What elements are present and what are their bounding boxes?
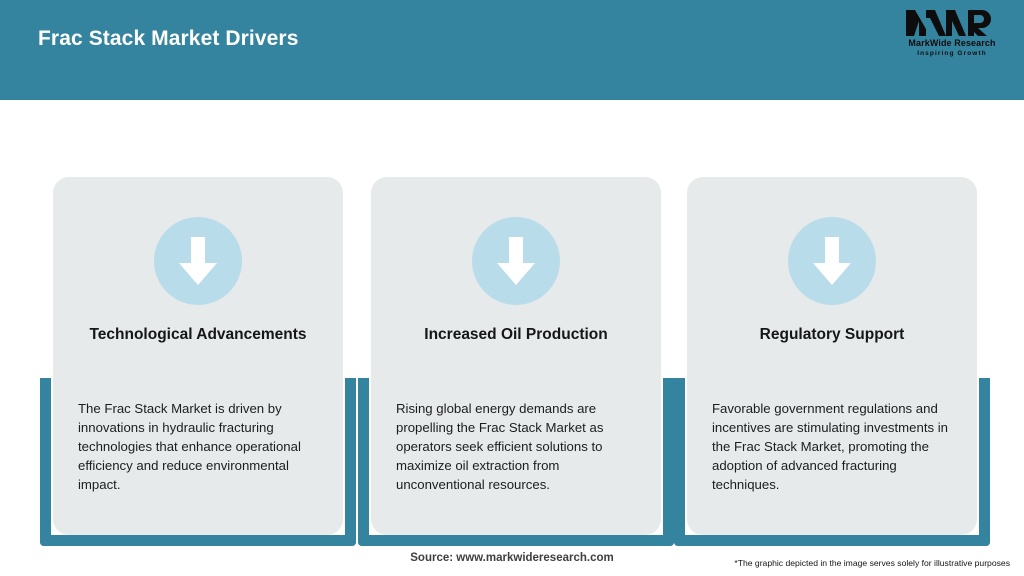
drivers-card-list: Technological Advancements The Frac Stac… [0,100,1024,546]
page-title: Frac Stack Market Drivers [38,27,299,50]
disclaimer-label: *The graphic depicted in the image serve… [734,558,1010,568]
card-body-text: The Frac Stack Market is driven by innov… [78,401,301,492]
card-body-text: Rising global energy demands are propell… [396,401,604,492]
card-panel: Regulatory Support Favorable government … [687,177,977,535]
driver-card-2: Increased Oil Production Rising global e… [356,100,676,546]
page-header: Frac Stack Market Drivers MarkWide Resea… [0,0,1024,100]
card-accent-frame [358,378,674,546]
card-title: Regulatory Support [759,326,905,343]
logo-tagline: Inspiring Growth [917,50,987,57]
card-accent-frame [674,378,990,546]
down-arrow-icon [788,217,876,305]
card-title: Technological Advancements [89,326,307,343]
card-panel: Increased Oil Production Rising global e… [371,177,661,535]
down-arrow-icon [154,217,242,305]
driver-card-3: Regulatory Support Favorable government … [672,100,992,546]
driver-card-1: Technological Advancements The Frac Stac… [38,100,358,546]
card-body-text: Favorable government regulations and inc… [712,401,949,492]
card-accent-frame [40,378,356,546]
brand-logo: MarkWide Research Inspiring Growth [896,8,1008,66]
down-arrow-icon [472,217,560,305]
card-title: Increased Oil Production [424,326,608,343]
logo-mark-icon [896,8,1008,38]
source-label: Source: www.markwideresearch.com [410,552,614,564]
logo-company-name: MarkWide Research [908,38,996,48]
card-panel: Technological Advancements The Frac Stac… [53,177,343,535]
